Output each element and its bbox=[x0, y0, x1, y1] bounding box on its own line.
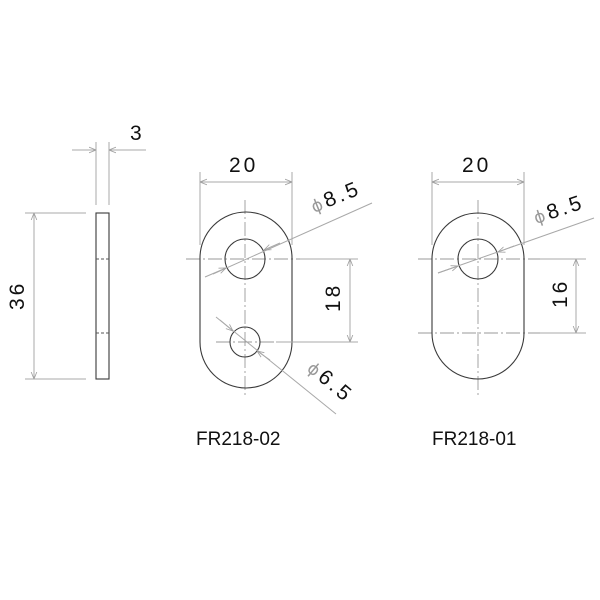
dimension-arrow bbox=[498, 245, 515, 252]
upper-hole-diameter-text: 8.5 bbox=[320, 177, 364, 213]
height-dimension-text: 36 bbox=[6, 281, 29, 310]
dimension-arrow bbox=[437, 266, 458, 274]
diameter-leader bbox=[212, 202, 373, 275]
part-outline bbox=[199, 211, 293, 389]
dimension-arrow bbox=[257, 351, 271, 361]
width-dimension-text: 20 bbox=[229, 154, 258, 177]
lower-hole bbox=[229, 326, 261, 358]
hole bbox=[457, 238, 499, 280]
upper-hole bbox=[224, 238, 266, 280]
hole-spacing-dimension-text: 18 bbox=[322, 283, 345, 312]
side-view-outline bbox=[95, 212, 110, 380]
part-fr218-01: 20 ϕ 8.5 16 FR218-01 bbox=[418, 154, 595, 450]
dimension-arrow bbox=[204, 267, 226, 278]
side-view: 3 36 bbox=[6, 122, 146, 380]
dimension-arrow bbox=[264, 242, 281, 251]
thickness-dimension-text: 3 bbox=[130, 122, 145, 145]
part-outline bbox=[431, 212, 525, 380]
part-fr218-02: 20 ϕ 8.5 18 ϕ 6.5 FR218-02 bbox=[186, 154, 373, 450]
hole-diameter-text: 8.5 bbox=[544, 191, 587, 225]
dimension-arrow bbox=[219, 319, 233, 331]
part-label: FR218-01 bbox=[432, 429, 517, 450]
diameter-leader bbox=[437, 217, 595, 274]
slot-spacing-dimension-text: 16 bbox=[549, 279, 572, 308]
width-dimension-text: 20 bbox=[462, 154, 491, 177]
diameter-leader bbox=[215, 316, 337, 415]
part-label: FR218-02 bbox=[196, 429, 281, 450]
